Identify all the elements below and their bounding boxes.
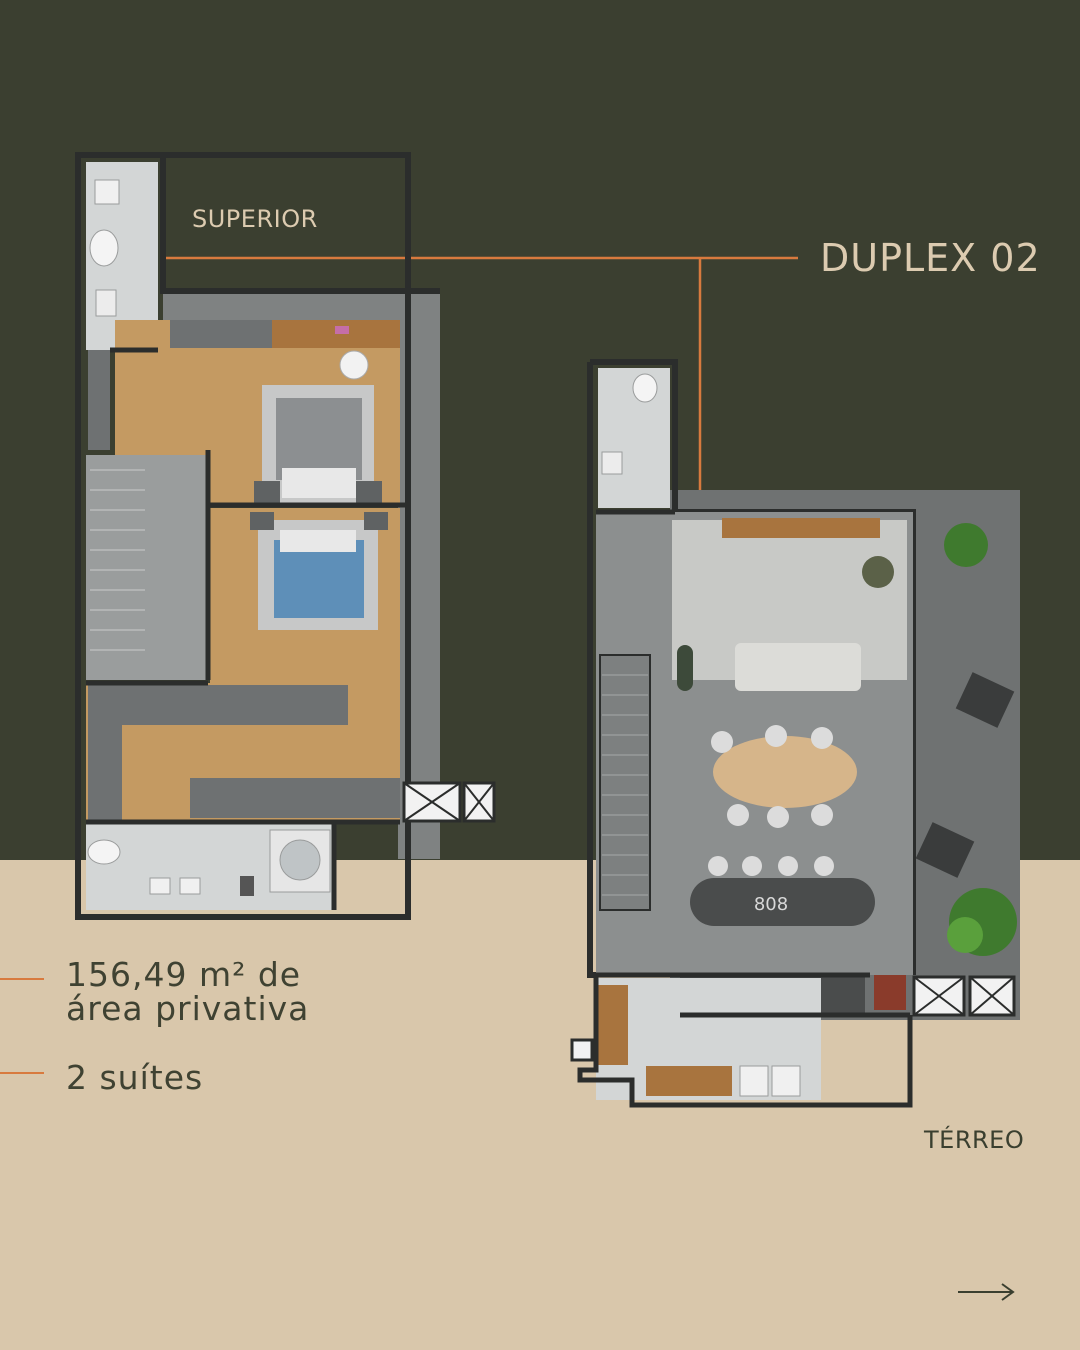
stove-label: 808 [754,894,788,915]
superior-floor-plan [75,152,496,920]
plant-icon [944,523,1017,956]
suites-spec: 2 suítes [66,1058,204,1097]
connector-lines [163,256,798,492]
private-area-spec: 156,49 m² de área privativa [66,958,309,1026]
suites-bullet-line [0,1072,44,1074]
superior-label: SUPERIOR [192,205,318,233]
area-line-2: área privativa [66,989,310,1028]
terreo-label: TÉRREO [924,1126,1025,1154]
terreo-floor-plan: 808 [570,359,1020,1108]
arrow-right-icon[interactable] [956,1280,1016,1304]
area-line-1: 156,49 m² de [66,955,302,994]
area-bullet-line [0,978,44,980]
duplex-title: DUPLEX 02 [820,236,1041,280]
